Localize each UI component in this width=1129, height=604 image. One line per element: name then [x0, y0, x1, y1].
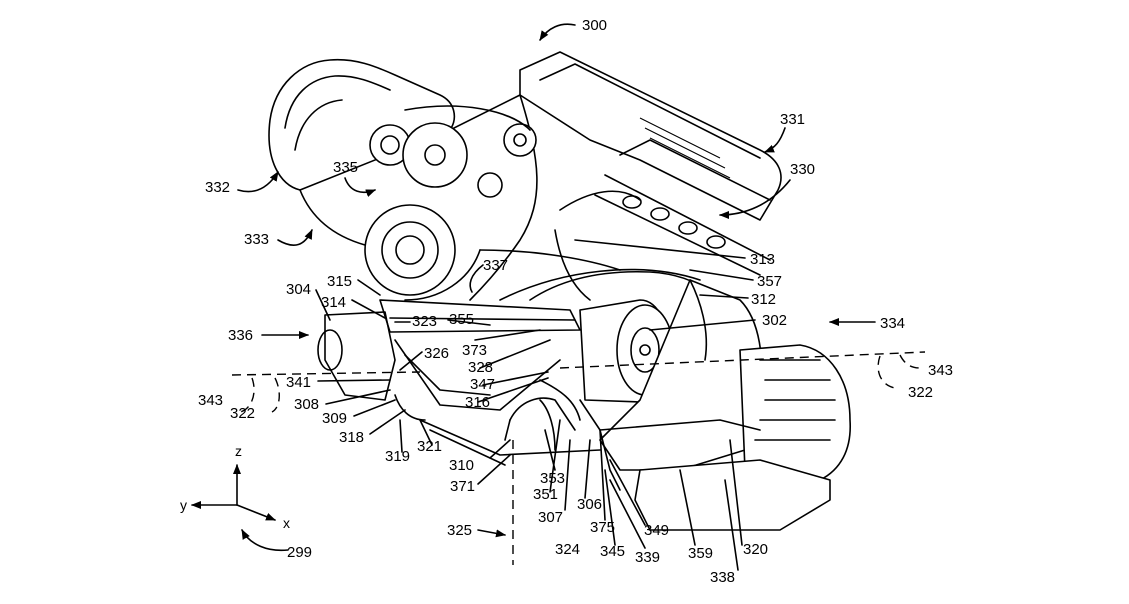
ref-306: 306 — [577, 496, 602, 513]
ref-315: 315 — [327, 273, 352, 290]
leader-lines — [237, 23, 876, 571]
ref-324: 324 — [555, 541, 580, 558]
ref-319: 319 — [385, 448, 410, 465]
ref-349: 349 — [644, 522, 669, 539]
ref-353: 353 — [540, 470, 565, 487]
coordinate-axes: z y x — [180, 443, 290, 531]
ref-323: 323 — [412, 313, 437, 330]
ref-302: 302 — [762, 312, 787, 329]
ref-338: 338 — [710, 569, 735, 586]
x-axis-arrow — [236, 504, 276, 521]
ref-336: 336 — [228, 327, 253, 344]
ref-313: 313 — [750, 251, 775, 268]
ref-320: 320 — [743, 541, 768, 558]
ref-343-left: 343 — [198, 392, 223, 409]
ref-325: 325 — [447, 522, 472, 539]
ref-334: 334 — [880, 315, 905, 332]
ref-332: 332 — [205, 179, 230, 196]
ref-314: 314 — [321, 294, 346, 311]
ref-375: 375 — [590, 519, 615, 536]
ref-300: 300 — [582, 17, 607, 34]
ref-322-left: 322 — [230, 405, 255, 422]
ref-309: 309 — [322, 410, 347, 427]
ref-343-right: 343 — [928, 362, 953, 379]
ref-304: 304 — [286, 281, 311, 298]
z-axis-label: z — [235, 443, 242, 459]
dashed-reference-lines — [231, 351, 926, 565]
ref-322-right: 322 — [908, 384, 933, 401]
ref-373: 373 — [462, 342, 487, 359]
ref-359: 359 — [688, 545, 713, 562]
ref-330: 330 — [790, 161, 815, 178]
ref-310: 310 — [449, 457, 474, 474]
ref-312: 312 — [751, 291, 776, 308]
ref-339: 339 — [635, 549, 660, 566]
ref-351: 351 — [533, 486, 558, 503]
ref-316: 316 — [465, 394, 490, 411]
ref-333: 333 — [244, 231, 269, 248]
ref-328: 328 — [468, 359, 493, 376]
ref-355: 355 — [449, 311, 474, 328]
reference-numerals: 300 331 330 332 335 333 313 337 357 315 … — [198, 17, 953, 586]
ref-331: 331 — [780, 111, 805, 128]
ref-371: 371 — [450, 478, 475, 495]
ref-308: 308 — [294, 396, 319, 413]
engine-drawing — [268, 51, 851, 531]
x-axis-label: x — [283, 515, 290, 531]
ref-345: 345 — [600, 543, 625, 560]
y-axis-label: y — [180, 497, 187, 513]
ref-307: 307 — [538, 509, 563, 526]
ref-337: 337 — [483, 257, 508, 274]
ref-318: 318 — [339, 429, 364, 446]
ref-341: 341 — [286, 374, 311, 391]
ref-299: 299 — [287, 544, 312, 561]
ref-347: 347 — [470, 376, 495, 393]
ref-326: 326 — [424, 345, 449, 362]
ref-335: 335 — [333, 159, 358, 176]
ref-357: 357 — [757, 273, 782, 290]
ref-321: 321 — [417, 438, 442, 455]
